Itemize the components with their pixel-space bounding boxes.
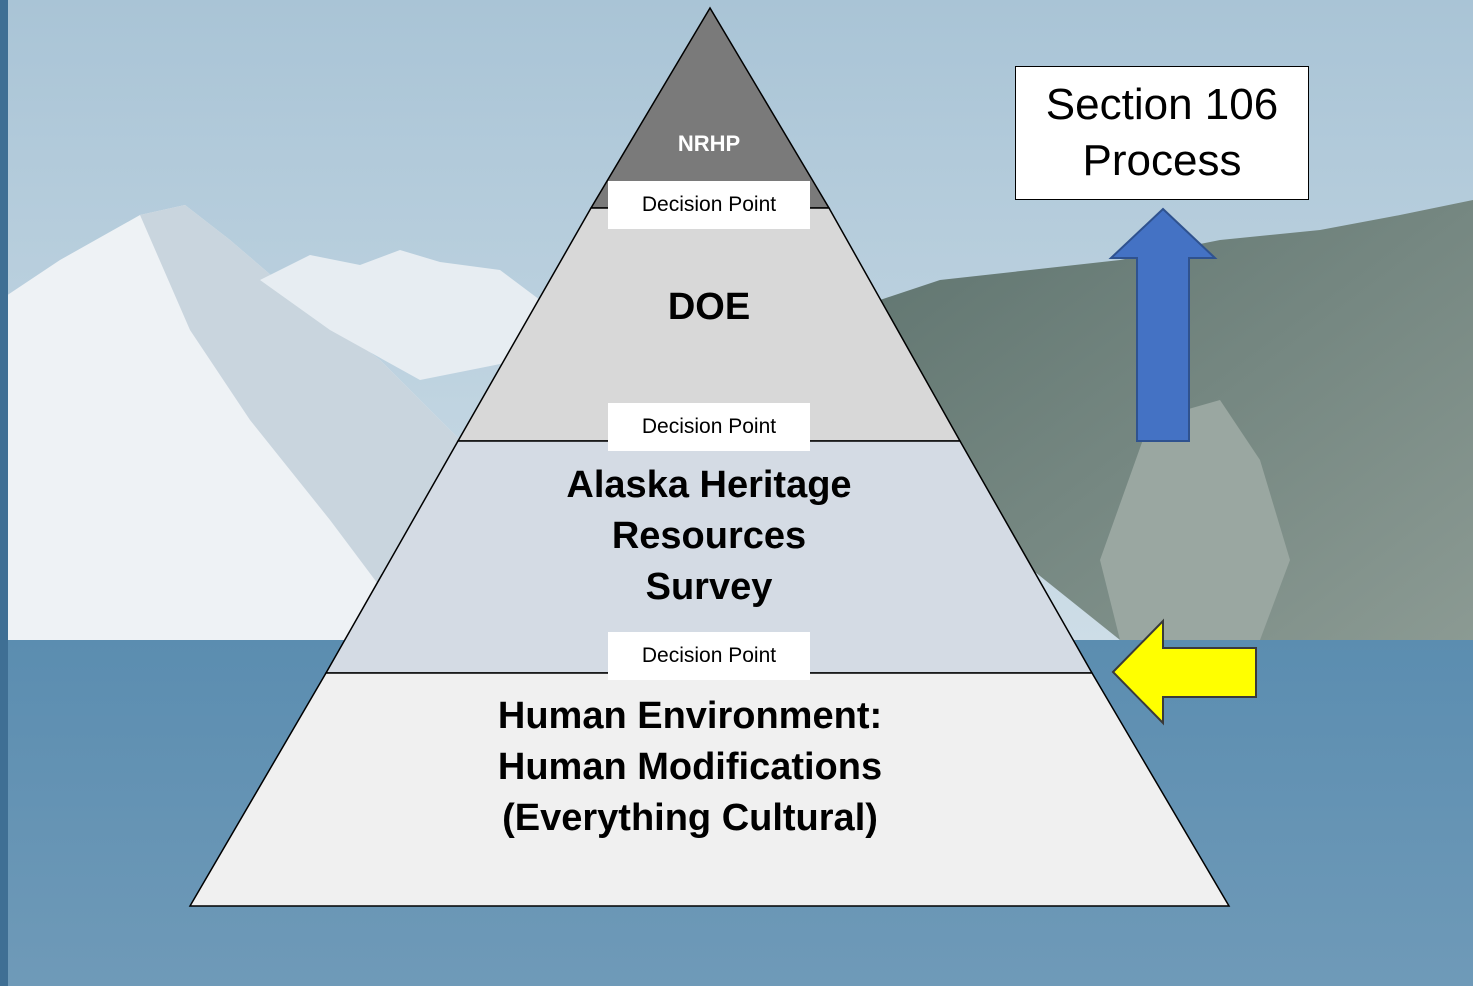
tier-label-nrhp: NRHP — [677, 131, 741, 156]
tier-label-human-environment: Human Environment: Human Modifications (… — [497, 695, 883, 839]
callout-line-1: Section 106 — [1045, 80, 1279, 129]
callout-line-2: Process — [1082, 136, 1242, 185]
tier-human-environment-shape — [188, 672, 1231, 907]
up-arrow — [1108, 207, 1218, 442]
decision-point-3: Decision Point — [608, 632, 810, 680]
cliff-rock-face — [1100, 400, 1290, 640]
decision-point-1: Decision Point — [608, 181, 810, 229]
tier-label-ahrs: Alaska Heritage Resources Survey — [566, 464, 852, 608]
pointer-arrow — [1111, 618, 1257, 726]
section-106-callout: Section 106 Process — [1015, 66, 1309, 200]
tier-label-doe: DOE — [667, 286, 751, 328]
snow-ridge-middle — [260, 250, 540, 380]
left-edge-strip — [0, 0, 8, 986]
decision-point-2: Decision Point — [608, 403, 810, 451]
